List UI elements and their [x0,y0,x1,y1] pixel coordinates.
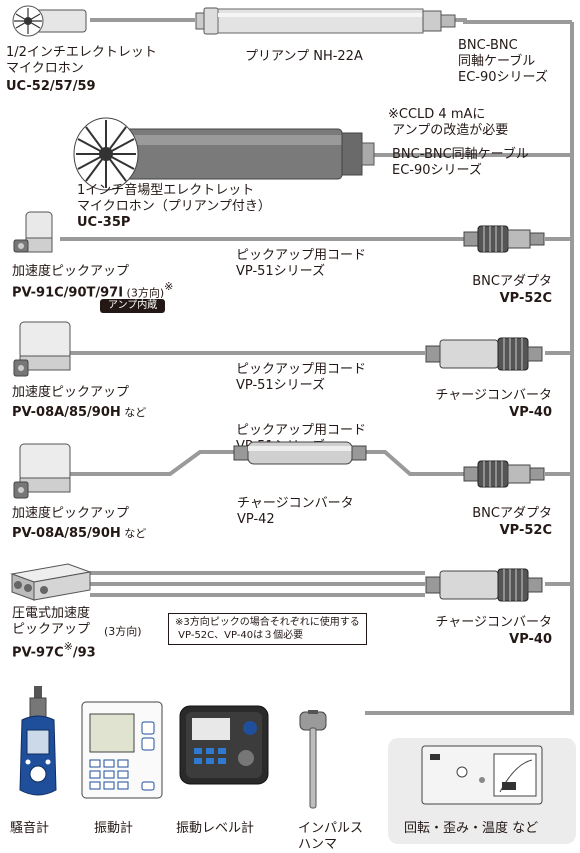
amp-built-in-badge: アンプ内蔵 [100,299,166,313]
vp51-cable-row5a [70,450,235,476]
vp51-cable-row5b [365,450,465,476]
row6-sensor-suffix: (3方向) [104,625,142,638]
preamp-label: プリアンプ NH-22A [245,49,363,64]
row4-cord-label: ピックアップ用コード VP-51シリーズ [236,362,367,393]
row6-sensor-model2: /93 [72,645,96,661]
one-inch-mic-icon [73,117,375,191]
row6-sensor-model-line: PV-97C※/93 [12,640,96,661]
half-inch-mic-icon [12,5,87,37]
ec90-cable-1-label: BNC-BNC 同軸ケーブル EC-90シリーズ [458,38,548,85]
row6-sensor-label: 圧電式加速度 ピックアップ [12,606,91,637]
row6-note-box: ※3方向ピックの場合それぞれに使用する VP-52C、VP-40は３個必要 [168,613,367,645]
pv97c-triaxial-sensor-icon [10,563,92,601]
row5-adapter-label: BNCアダプタ [472,506,552,521]
instrument-label-0: 騒音計 [10,821,50,836]
main-trunk-cable [365,22,574,715]
row4-conv-label: チャージコンバータ [435,388,552,403]
instrument-label-2: 振動レベル計 [176,821,255,836]
vibration-meter-icon [81,701,163,799]
row4-sensor-model: PV-08A/85/90H [12,405,121,420]
row5-sensor-suffix: など [120,527,147,540]
instrument-label-3: インパルス ハンマ [298,821,364,852]
vp40-converter-icon-1 [425,337,543,371]
vp52c-adapter-icon-1 [463,225,545,253]
half-inch-mic-model: UC-52/57/59 [6,79,96,94]
row4-sensor-suffix: など [120,406,147,419]
instrument-label-4: 回転・歪み・温度 など [404,821,539,836]
vp40-converter-icon-2 [425,568,543,602]
vp52c-adapter-icon-2 [463,460,545,488]
half-inch-mic-label: 1/2インチエレクトレット マイクロホン [6,45,157,76]
pv08-sensor-icon-1 [13,321,71,377]
ec90-cable-2-label: BNC-BNC同軸ケーブル EC-90シリーズ [392,147,529,178]
row4-conv-model: VP-40 [509,405,552,420]
row3-sensor-model: PV-91C/90T/97I [12,285,124,301]
row3-adapter-model: VP-52C [499,291,552,306]
row6-conv-model: VP-40 [509,632,552,647]
row6-sensor-model: PV-97C [12,645,64,661]
sound-level-meter-icon [19,686,57,796]
vp42-converter-icon [233,441,367,465]
row5-sensor-model-line: PV-08A/85/90H など [12,522,146,542]
row3-sensor-suffix: (3方向) [123,286,165,300]
ccld-note: ※CCLD 4 mAに アンプの改造が必要 [388,107,509,138]
row5-sensor-model: PV-08A/85/90H [12,526,121,541]
row3-sensor-mark: ※ [164,280,174,293]
row3-adapter-label: BNCアダプタ [472,274,552,289]
vibration-level-meter-icon [179,705,269,785]
preamp-icon [195,7,456,35]
impulse-hammer-icon [299,710,327,809]
one-inch-mic-model: UC-35P [77,215,131,230]
row6-sensor-mark: ※ [63,640,73,653]
instrument-label-1: 振動計 [94,821,134,836]
row5-adapter-model: VP-52C [499,523,552,538]
pv08-sensor-icon-2 [13,443,71,499]
analyzer-icon [421,745,543,805]
one-inch-mic-label: 1インチ音場型エレクトレット マイクロホン（プリアンプ付き） [77,183,271,214]
row5-sensor-label: 加速度ピックアップ [12,506,130,521]
row5-mid-conv-label: チャージコンバータ VP-42 [237,496,354,527]
row6-conv-label: チャージコンバータ [435,615,552,630]
pv91-sensor-icon [13,211,53,253]
row3-sensor-label: 加速度ピックアップ [12,264,130,279]
row3-cord-label: ピックアップ用コード VP-51シリーズ [236,248,367,279]
ec90-cable-1 [455,18,572,24]
row4-sensor-label: 加速度ピックアップ [12,385,130,400]
row4-sensor-model-line: PV-08A/85/90H など [12,401,146,421]
row3-sensor-model-line: PV-91C/90T/97I (3方向)※ [12,280,173,301]
